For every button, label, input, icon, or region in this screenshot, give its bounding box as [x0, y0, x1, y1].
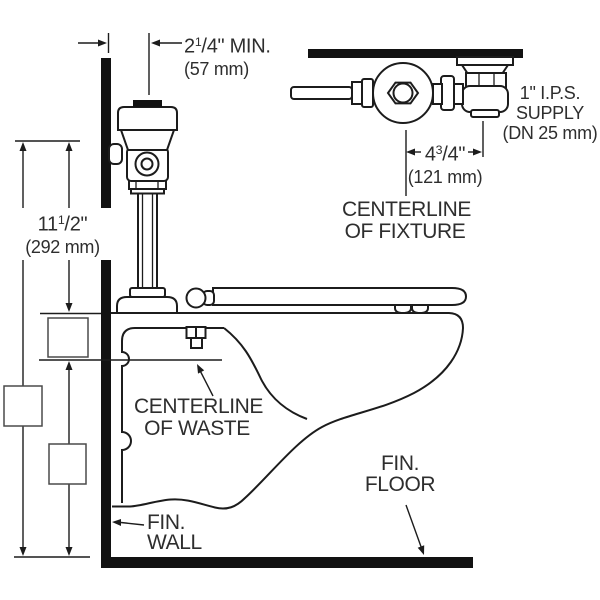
dimension-left-metric: (292 mm): [25, 237, 100, 258]
finished-wall: [101, 58, 111, 568]
waste-callout-arrow: [199, 371, 214, 397]
valve-dome: [117, 106, 178, 131]
centerline-of-fixture-label: CENTERLINE OF FIXTURE: [342, 198, 472, 243]
fin-wall-label: FIN. WALL: [147, 511, 202, 554]
flush-valve: [108, 100, 178, 313]
bowl-back-edge: [121, 327, 136, 503]
dimension-detail: 43/4" (121 mm): [402, 139, 488, 189]
valve-cap: [133, 100, 162, 107]
fin-floor-label: FIN. FLOOR: [364, 452, 436, 496]
toilet-seat: [185, 287, 468, 315]
supply-label: 1" I.P.S. SUPPLY (DN 25 mm): [502, 83, 598, 143]
reference-ticks: [14, 140, 222, 558]
dimension-top: 21/4" MIN. (57 mm): [184, 31, 271, 81]
floor-callout-arrow: [405, 504, 423, 549]
dimension-left: 111/2" (292 mm): [12, 208, 113, 261]
detail-plan-view: [290, 49, 523, 196]
dimension-detail-imperial: 43/4": [424, 143, 466, 166]
flush-pipe: [137, 192, 158, 290]
callout-arrows: [112, 364, 425, 555]
toilet-bowl: [111, 312, 465, 510]
placeholder-box-middle: [3, 385, 43, 427]
wall-callout-arrow: [120, 521, 145, 526]
seat-profile: [212, 287, 468, 306]
bowl-inner-curve: [223, 327, 308, 420]
seat-bumper: [394, 304, 412, 315]
dimension-placeholder-boxes: [3, 317, 89, 485]
dimension-top-metric: (57 mm): [184, 59, 249, 80]
dimension-detail-metric: (121 mm): [407, 167, 483, 188]
dimension-left-imperial: 111/2": [37, 213, 88, 236]
valve-handle: [290, 86, 353, 100]
seat-bumper: [411, 304, 429, 315]
placeholder-box-bottom: [48, 443, 87, 485]
centerline-of-waste-label: CENTERLINE OF WASTE: [134, 395, 264, 440]
placeholder-box-top: [47, 317, 89, 358]
valve-cover-inner: [140, 157, 154, 171]
dimension-top-imperial: 21/4" MIN.: [184, 35, 271, 58]
spud-bolt: [185, 326, 197, 339]
bowl-outline: [111, 312, 465, 510]
handle-coupling: [361, 78, 374, 108]
hinge-ball: [185, 287, 207, 309]
pipe-flange: [129, 287, 166, 298]
finished-floor: [101, 557, 473, 568]
supply-stub: [108, 143, 123, 165]
top-dimension-graphics: [78, 33, 182, 95]
outer-dimension-line: [19, 142, 27, 556]
detail-wall: [308, 49, 523, 58]
supply-escutcheon: [456, 56, 514, 66]
spud-base: [116, 296, 178, 313]
